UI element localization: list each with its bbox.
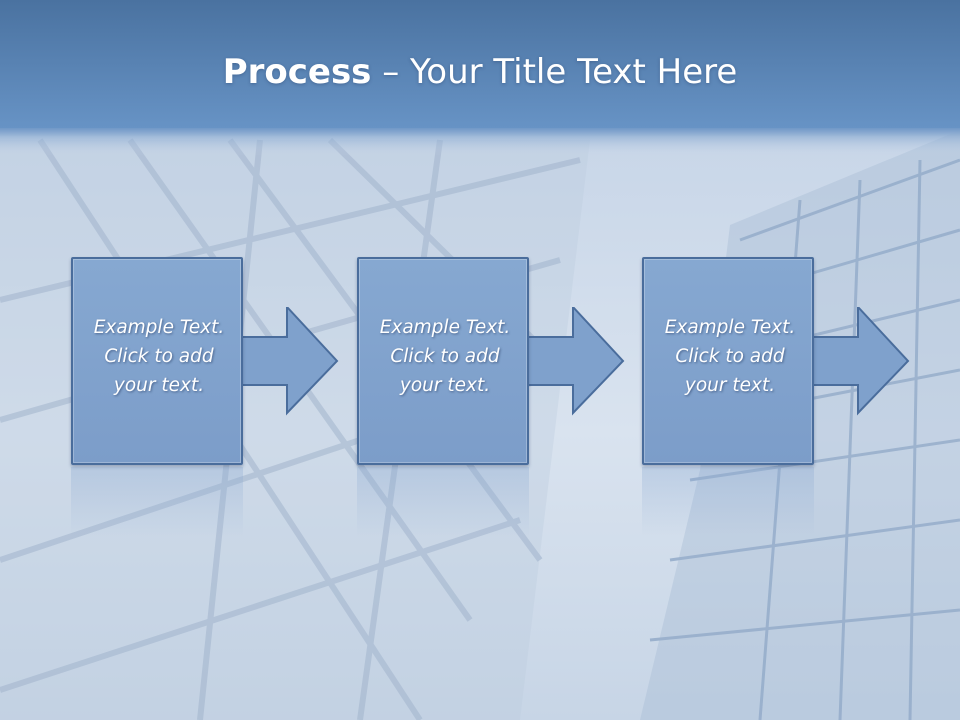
step-text[interactable]: Example Text. Click to add your text. [73,313,245,400]
step-text-line: Click to add [675,346,785,367]
box-reflection [71,467,243,537]
box-reflection [357,467,529,537]
step-text[interactable]: Example Text. Click to add your text. [644,313,816,400]
step-box[interactable]: Example Text. Click to add your text. [642,257,814,465]
slide-title: Process – Your Title Text Here [0,52,960,92]
step-text-line: your text. [113,375,205,396]
box-reflection [642,467,814,537]
step-box[interactable]: Example Text. Click to add your text. [71,257,243,465]
step-text-line: Example Text. [664,317,796,338]
title-bold-part: Process [222,52,372,92]
arrow-right-icon [517,307,625,416]
step-text[interactable]: Example Text. Click to add your text. [359,313,531,400]
step-text-line: Example Text. [379,317,511,338]
step-text-line: your text. [684,375,776,396]
arrow-right-icon [231,307,339,416]
step-text-line: your text. [399,375,491,396]
step-text-line: Click to add [390,346,500,367]
step-text-line: Click to add [104,346,214,367]
step-box[interactable]: Example Text. Click to add your text. [357,257,529,465]
step-text-line: Example Text. [93,317,225,338]
title-rest: – Your Title Text Here [371,52,738,92]
arrow-right-icon [802,307,910,416]
